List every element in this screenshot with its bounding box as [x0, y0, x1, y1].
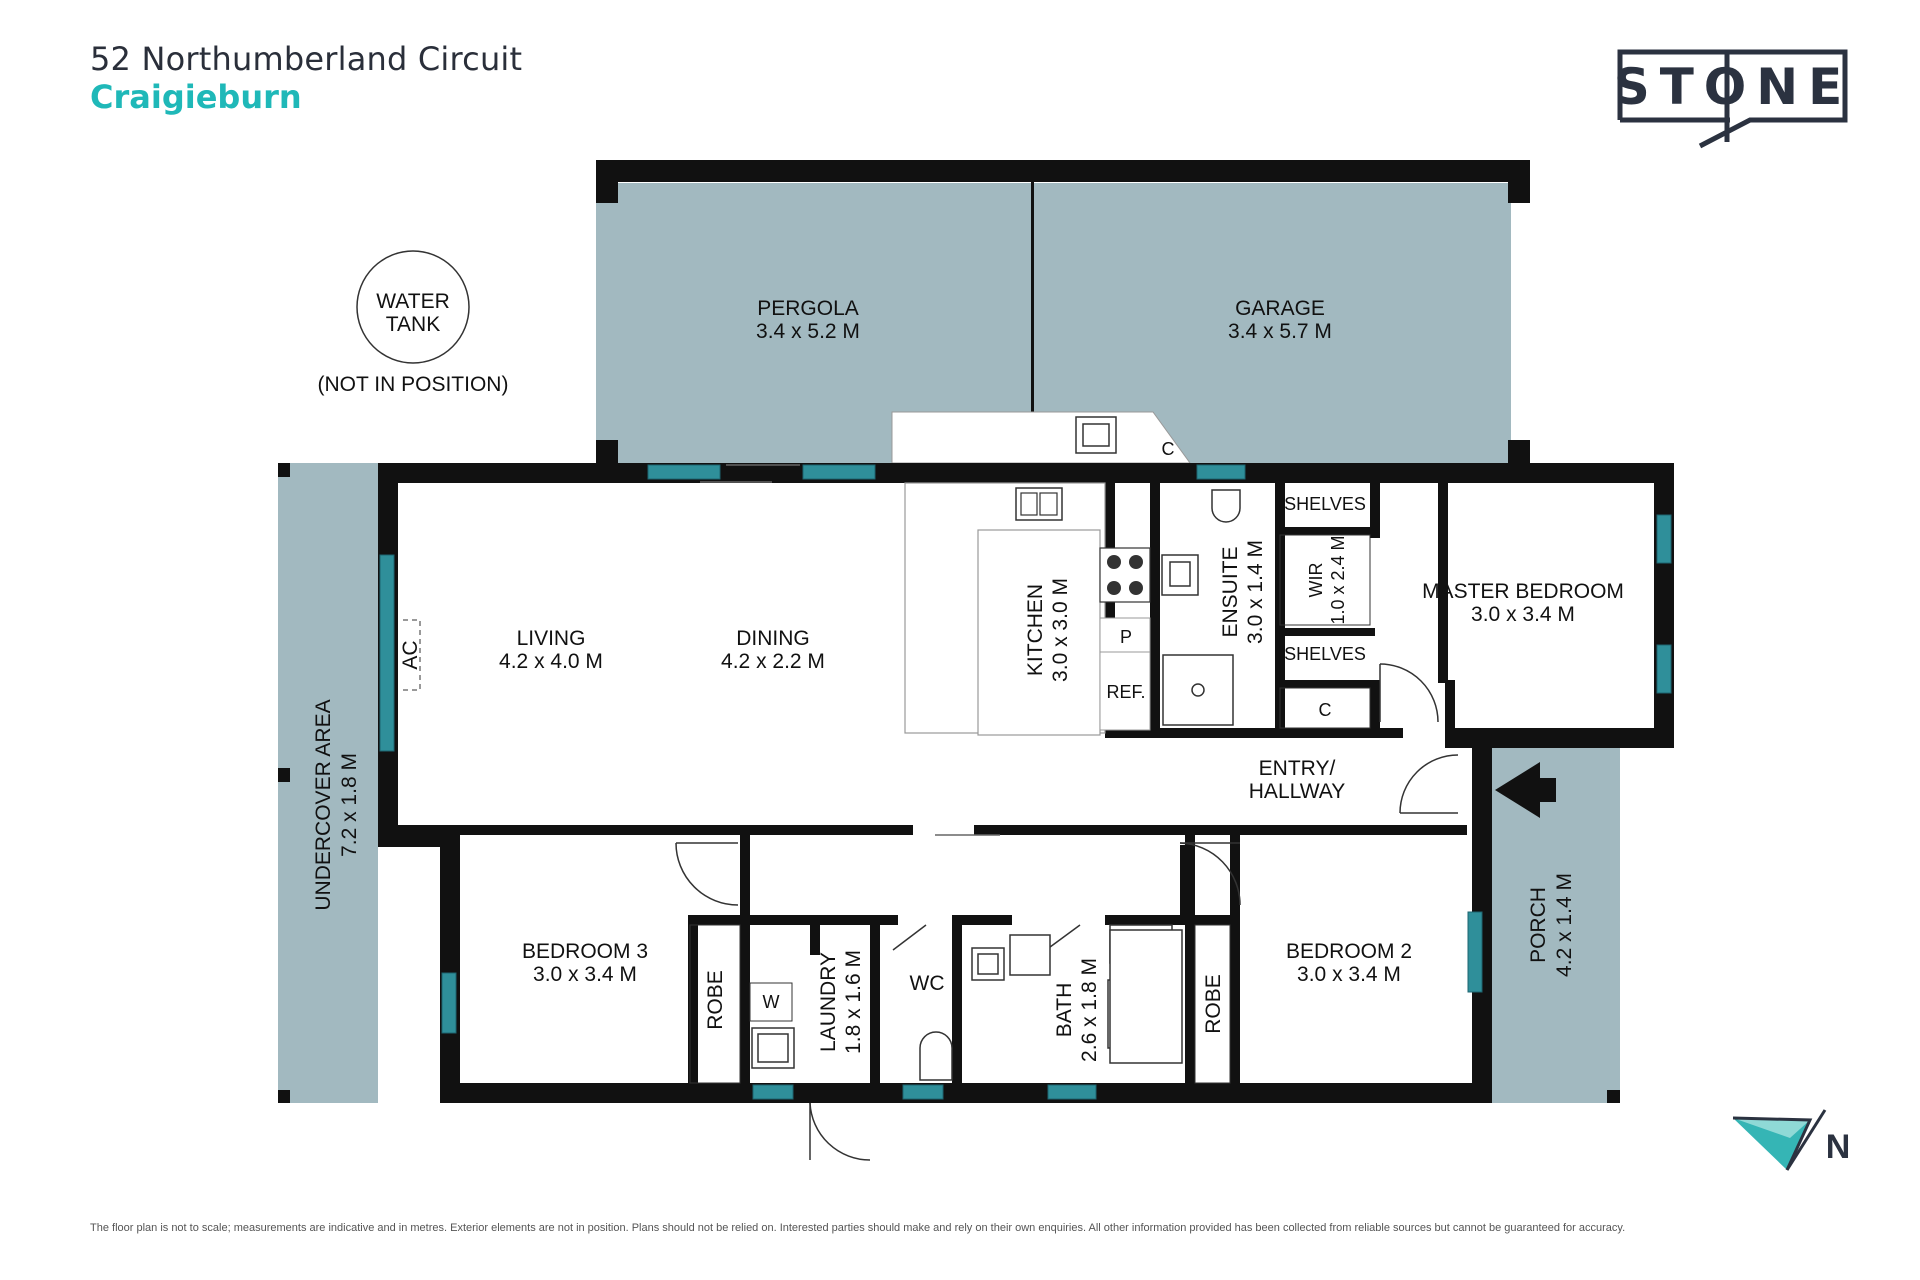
bedroom2-size: 3.0 x 3.4 M — [1297, 963, 1401, 986]
living-name: LIVING — [517, 627, 586, 650]
undercover-size: 7.2 x 1.8 M — [338, 753, 361, 857]
porch-area — [1492, 748, 1620, 1103]
water-tank-line1: WATER — [376, 290, 450, 313]
door-swings — [675, 663, 1459, 1161]
garage-cupboard-label: C — [1162, 439, 1175, 459]
kitchen-name: KITCHEN — [1024, 584, 1047, 676]
bedroom3-name: BEDROOM 3 — [522, 940, 648, 963]
water-tank-note: (NOT IN POSITION) — [318, 373, 509, 396]
ac-label: AC — [399, 640, 422, 669]
compass-label: N — [1826, 1128, 1851, 1166]
porch-size: 4.2 x 1.4 M — [1553, 873, 1576, 977]
kitchen-benches — [904, 482, 1151, 736]
entry-arrow-icon — [1495, 762, 1556, 818]
outdoor-walls — [278, 160, 1620, 1103]
entry-line2: HALLWAY — [1249, 780, 1345, 803]
undercover-area — [278, 463, 378, 1103]
shelves-top-label: SHELVES — [1284, 494, 1366, 514]
entry-line1: ENTRY/ — [1259, 757, 1336, 780]
hall-cupboard-label: C — [1319, 700, 1332, 720]
garage-sink-icon — [1075, 416, 1117, 454]
master-size: 3.0 x 3.4 M — [1471, 603, 1575, 626]
bedroom3-size: 3.0 x 3.4 M — [533, 963, 637, 986]
water-tank-circle — [356, 250, 470, 364]
ref-label: REF. — [1106, 682, 1145, 702]
porch-name: PORCH — [1527, 887, 1550, 963]
living-size: 4.2 x 4.0 M — [499, 650, 603, 673]
disclaimer: The floor plan is not to scale; measurem… — [90, 1222, 1626, 1234]
robe2-label: ROBE — [1202, 974, 1225, 1034]
pergola-name: PERGOLA — [757, 297, 859, 320]
robe3-label: ROBE — [704, 970, 727, 1030]
bathroom-fixtures — [751, 489, 1241, 1081]
north-compass-icon: N — [1732, 1109, 1851, 1171]
wir-size: 1.0 x 2.4 M — [1328, 535, 1348, 624]
kitchen-size: 3.0 x 3.0 M — [1049, 578, 1072, 682]
washer-label: W — [763, 992, 780, 1012]
sliding-doors — [700, 464, 1000, 836]
garage-size: 3.4 x 5.7 M — [1228, 320, 1332, 343]
laundry-size: 1.8 x 1.6 M — [842, 950, 865, 1054]
bedroom2-name: BEDROOM 2 — [1286, 940, 1412, 963]
bath-name: BATH — [1053, 983, 1076, 1037]
stone-logo: STONE — [1614, 49, 1853, 149]
shelves-bottom-label: SHELVES — [1284, 644, 1366, 664]
windows — [379, 464, 1672, 1100]
property-suburb: Craigieburn — [90, 78, 302, 116]
wir-name: WIR — [1306, 563, 1326, 598]
bath-size: 2.6 x 1.8 M — [1078, 958, 1101, 1062]
cooktop-icon — [1099, 547, 1151, 603]
undercover-name: UNDERCOVER AREA — [312, 699, 335, 910]
ensuite-name: ENSUITE — [1219, 546, 1242, 637]
laundry-name: LAUNDRY — [817, 952, 840, 1052]
logo-text: STONE — [1614, 58, 1853, 116]
water-tank-line2: TANK — [386, 313, 440, 336]
master-name: MASTER BEDROOM — [1422, 580, 1624, 603]
garage-name: GARAGE — [1235, 297, 1325, 320]
garage-bench — [891, 411, 1191, 464]
pantry-label: P — [1120, 627, 1132, 647]
dining-name: DINING — [736, 627, 810, 650]
wc-name: WC — [910, 972, 945, 995]
dining-size: 4.2 x 2.2 M — [721, 650, 825, 673]
fixture-boxes — [403, 534, 1371, 1084]
ensuite-size: 3.0 x 1.4 M — [1244, 540, 1267, 644]
property-address: 52 Northumberland Circuit — [90, 40, 523, 78]
pergola-size: 3.4 x 5.2 M — [756, 320, 860, 343]
